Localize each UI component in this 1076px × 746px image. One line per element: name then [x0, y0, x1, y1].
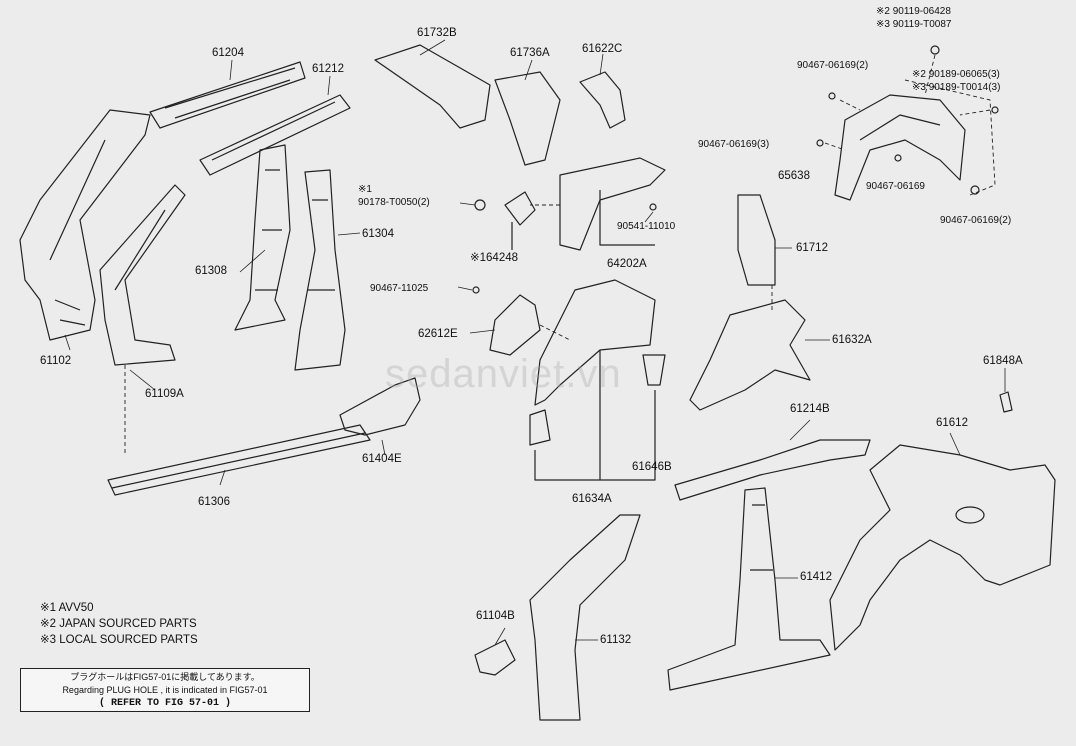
- part-label-p64248: ※164248: [470, 252, 519, 264]
- part-label-pk3: ※2 90189-06065(3): [912, 69, 1000, 80]
- part-61308-drawing: [234, 144, 291, 331]
- part-label-pk5: ※1: [358, 184, 372, 195]
- part-label-p62612e: 62612E: [418, 328, 458, 340]
- notes-block: ※1 AVV50 ※2 JAPAN SOURCED PARTS ※3 LOCAL…: [40, 600, 198, 648]
- part-label-p61132: 61132: [600, 634, 632, 646]
- part-label-p61622c: 61622C: [582, 43, 623, 55]
- part-61848a-drawing: [999, 391, 1013, 413]
- part-61612-drawing: [829, 444, 1056, 651]
- part-61634a-drawing: [529, 279, 666, 481]
- reference-note-english: Regarding PLUG HOLE , it is indicated in…: [62, 685, 268, 695]
- part-label-pk4: ※3 90189-T0014(3): [912, 82, 1001, 93]
- watermark: sedanviet.vn: [385, 352, 622, 396]
- part-label-p90467e: 90467-06169(2): [940, 215, 1012, 226]
- part-label-p90178: 90178-T0050(2): [358, 197, 430, 208]
- part-61304-drawing: [294, 169, 346, 371]
- part-61212-drawing: [199, 94, 351, 176]
- part-64202a-drawing: [559, 157, 666, 251]
- note-1: ※1 AVV50: [40, 602, 94, 614]
- part-62612e-drawing: [489, 294, 541, 356]
- reference-box: プラグホールはFIG57-01に掲載してあります。 Regarding PLUG…: [20, 668, 310, 712]
- part-61306-drawing: [107, 424, 371, 496]
- part-61732b-drawing: [374, 44, 491, 129]
- part-label-p61412: 61412: [800, 571, 832, 583]
- part-label-p61646b: 61646B: [632, 461, 672, 473]
- part-label-p61304: 61304: [362, 228, 394, 240]
- part-label-pk1: ※2 90119-06428: [876, 6, 951, 17]
- part-label-p61204: 61204: [212, 47, 244, 59]
- part-61109a-drawing: [99, 184, 186, 366]
- part-label-p61212: 61212: [312, 63, 344, 75]
- part-61104b-drawing: [474, 639, 516, 676]
- part-label-p90467b: 90467-06169(2): [797, 60, 869, 71]
- part-label-p61612: 61612: [936, 417, 968, 429]
- leader-lines: [64, 39, 1006, 646]
- part-label-p90467d: 90467-06169: [866, 181, 925, 192]
- part-61404e-drawing: [339, 377, 421, 436]
- part-label-p90467c: 90467-06169(3): [698, 139, 770, 150]
- reference-figure: ( REFER TO FIG 57-01 ): [98, 698, 232, 709]
- part-61214b-drawing: [674, 439, 871, 501]
- part-61736a-drawing: [494, 71, 561, 166]
- part-label-p61736a: 61736A: [510, 47, 550, 59]
- part-label-p61104b: 61104B: [476, 610, 515, 622]
- part-label-p61102: 61102: [40, 355, 72, 367]
- part-label-p90541: 90541-11010: [617, 221, 676, 232]
- part-label-p61214b: 61214B: [790, 403, 830, 415]
- part-label-p61732b: 61732B: [417, 27, 457, 39]
- part-label-p61848a: 61848A: [983, 355, 1023, 367]
- part-label-p61109a: 61109A: [145, 388, 184, 400]
- dashed-assembly-lines: [124, 54, 996, 455]
- part-label-p61712: 61712: [796, 242, 828, 254]
- part-label-p61404e: 61404E: [362, 453, 402, 465]
- part-61132-drawing: [529, 514, 641, 721]
- part-label-p61306: 61306: [198, 496, 230, 508]
- part-label-p61634a: 61634A: [572, 493, 612, 505]
- part-61632a-drawing: [689, 299, 811, 411]
- note-3: ※3 LOCAL SOURCED PARTS: [40, 634, 198, 646]
- part-61712-drawing: [737, 194, 776, 286]
- note-2: ※2 JAPAN SOURCED PARTS: [40, 618, 197, 630]
- part-64248-drawing: [504, 191, 536, 250]
- part-61102-drawing: [19, 109, 151, 341]
- part-label-p61308: 61308: [195, 265, 227, 277]
- part-label-p90467a: 90467-11025: [370, 283, 429, 294]
- part-label-p61632a: 61632A: [832, 334, 872, 346]
- part-label-p64202a: 64202A: [607, 258, 647, 270]
- reference-note-japanese: プラグホールはFIG57-01に掲載してあります。: [70, 672, 260, 682]
- part-61204-drawing: [149, 61, 306, 129]
- part-label-pk2: ※3 90119-T0087: [876, 19, 952, 30]
- part-65638-drawing: [834, 94, 966, 201]
- part-61622c-drawing: [579, 71, 626, 129]
- part-61412-drawing: [667, 487, 831, 691]
- part-label-p65638: 65638: [778, 170, 810, 182]
